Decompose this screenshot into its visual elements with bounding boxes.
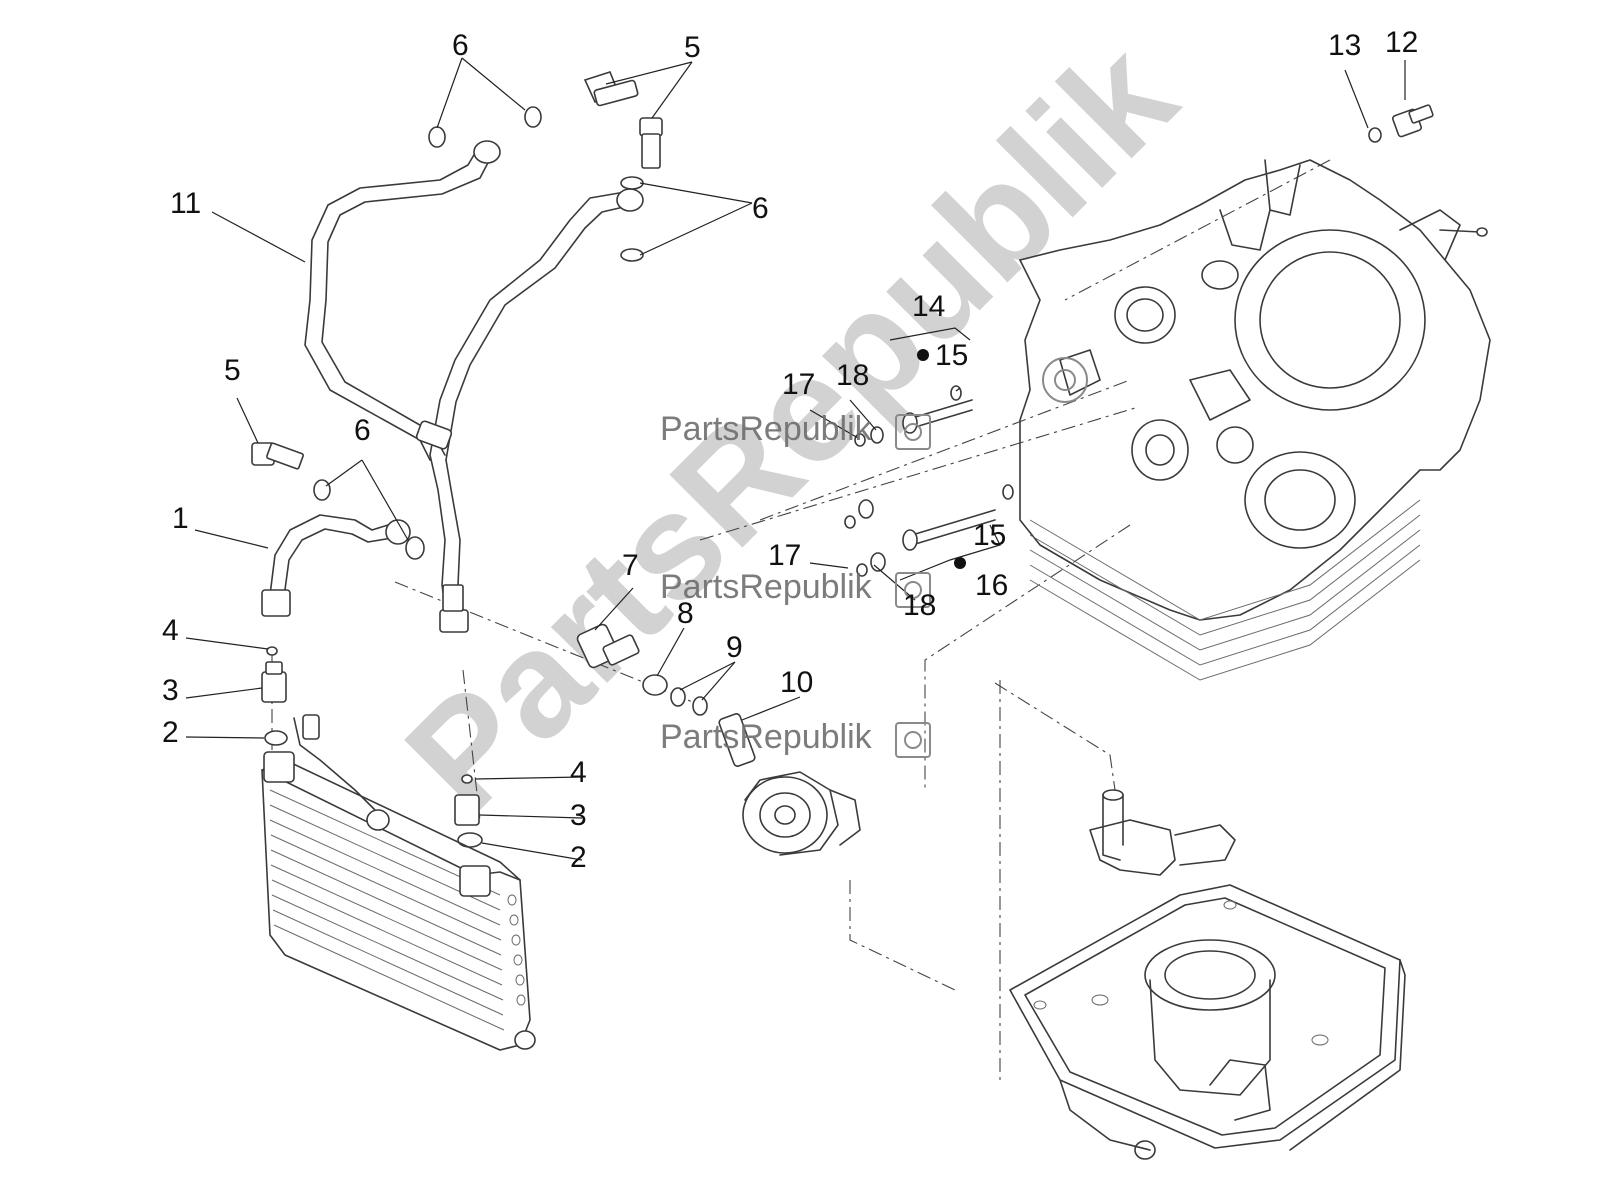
callout-5: 5 [684, 31, 701, 64]
callout-4: 4 [162, 614, 179, 647]
callout-5: 5 [224, 354, 241, 387]
callout-6: 6 [752, 192, 769, 225]
callout-2: 2 [570, 841, 587, 874]
callout-11: 11 [170, 187, 201, 220]
callout-8: 8 [677, 597, 694, 630]
watermark-small-2: PartsRepublik [660, 568, 873, 606]
callout-17: 17 [782, 368, 815, 401]
callout-1: 1 [172, 502, 189, 535]
callout-15: 15 [935, 339, 968, 372]
washer-6c [620, 176, 644, 190]
washer-6f [405, 536, 425, 560]
watermark-small-1: PartsRepublik [660, 410, 873, 448]
washer-6d [620, 248, 644, 262]
callout-17: 17 [768, 539, 801, 572]
crankcase-fins [1029, 499, 1421, 681]
oil-pipe-assembly [304, 140, 644, 633]
callout-labels: 6 5 13 12 6 11 14 15 5 18 17 6 1 15 17 7… [162, 26, 1418, 874]
callout-4: 4 [570, 756, 587, 789]
small-parts [251, 71, 1434, 856]
callout-13: 13 [1328, 29, 1361, 62]
callout-3: 3 [570, 799, 587, 832]
callout-10: 10 [780, 666, 813, 699]
callout-15: 15 [973, 519, 1006, 552]
washer-6a [428, 126, 446, 148]
callout-9: 9 [726, 631, 743, 664]
leader-lines [185, 57, 1406, 861]
engine-crankcase [1019, 159, 1491, 681]
callout-6: 6 [354, 414, 371, 447]
callout-16: 16 [975, 569, 1008, 602]
oil-pickup [1089, 789, 1236, 876]
callout-14: 14 [912, 290, 945, 323]
callout-7: 7 [622, 549, 639, 582]
callout-18: 18 [903, 589, 936, 622]
callout-6: 6 [452, 29, 469, 62]
small-watermarks: PartsRepublik PartsRepublik PartsRepubli… [660, 357, 1088, 758]
oil-cooler [261, 714, 536, 1051]
cooler-fins [269, 789, 505, 1031]
callout-12: 12 [1385, 26, 1418, 59]
oil-sump [1009, 884, 1406, 1160]
washer-6b [524, 106, 542, 128]
oil-pipe-lower [261, 514, 411, 617]
gear-icon [895, 357, 1088, 758]
callout-3: 3 [162, 674, 179, 707]
callout-2: 2 [162, 716, 179, 749]
watermark-small-3: PartsRepublik [660, 718, 873, 756]
washer-6e [313, 479, 331, 501]
callout-18: 18 [836, 359, 869, 392]
